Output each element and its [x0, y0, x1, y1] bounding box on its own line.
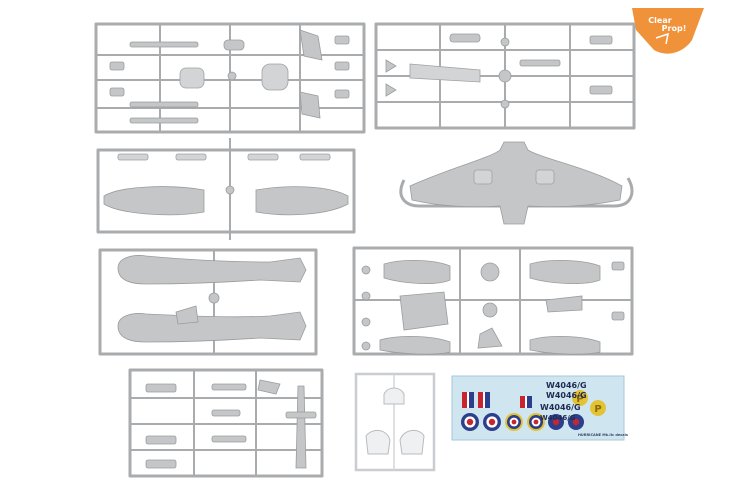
roundel: [461, 413, 479, 431]
roundel: [568, 414, 584, 430]
serial-number: W4046/G: [546, 391, 587, 400]
sprue-top-left: [94, 22, 366, 134]
identity-letter: P: [576, 394, 583, 405]
sprue-fuselage: [98, 248, 318, 356]
identity-letter: P: [594, 404, 601, 415]
sprue-cowlings: [352, 246, 634, 356]
roundel: [505, 413, 523, 431]
propeller-icon: [655, 32, 669, 45]
fin-flash: [462, 392, 474, 408]
roundel: [548, 414, 564, 430]
roundel: [483, 413, 501, 431]
roundel: [527, 413, 545, 431]
fin-flash: [520, 396, 532, 408]
sprue-wings: [96, 138, 356, 240]
lower-wing-part: [399, 141, 634, 225]
decal-sheet: P P W4046/G W4046/G W4046/G W4046/G HURR…: [451, 375, 628, 441]
logo-line2: Prop!: [662, 24, 687, 33]
sprue-top-right: [374, 22, 636, 130]
fin-flash: [478, 392, 490, 408]
clear-parts-sprue: [354, 372, 436, 472]
logo-line1: Clear: [648, 16, 671, 25]
serial-number: W4046/G: [540, 403, 581, 412]
identity-circle-p: P: [590, 400, 606, 416]
serial-number: W4046/G: [540, 414, 576, 422]
decal-sheet-footer: HURRICANE Mk.IIc decals: [578, 433, 628, 437]
sprue-bottom-left: [128, 368, 324, 478]
clear-prop-logo: Clear Prop!: [632, 8, 704, 54]
identity-circle-p: P: [572, 390, 588, 406]
serial-number: W4046/G: [546, 381, 587, 390]
